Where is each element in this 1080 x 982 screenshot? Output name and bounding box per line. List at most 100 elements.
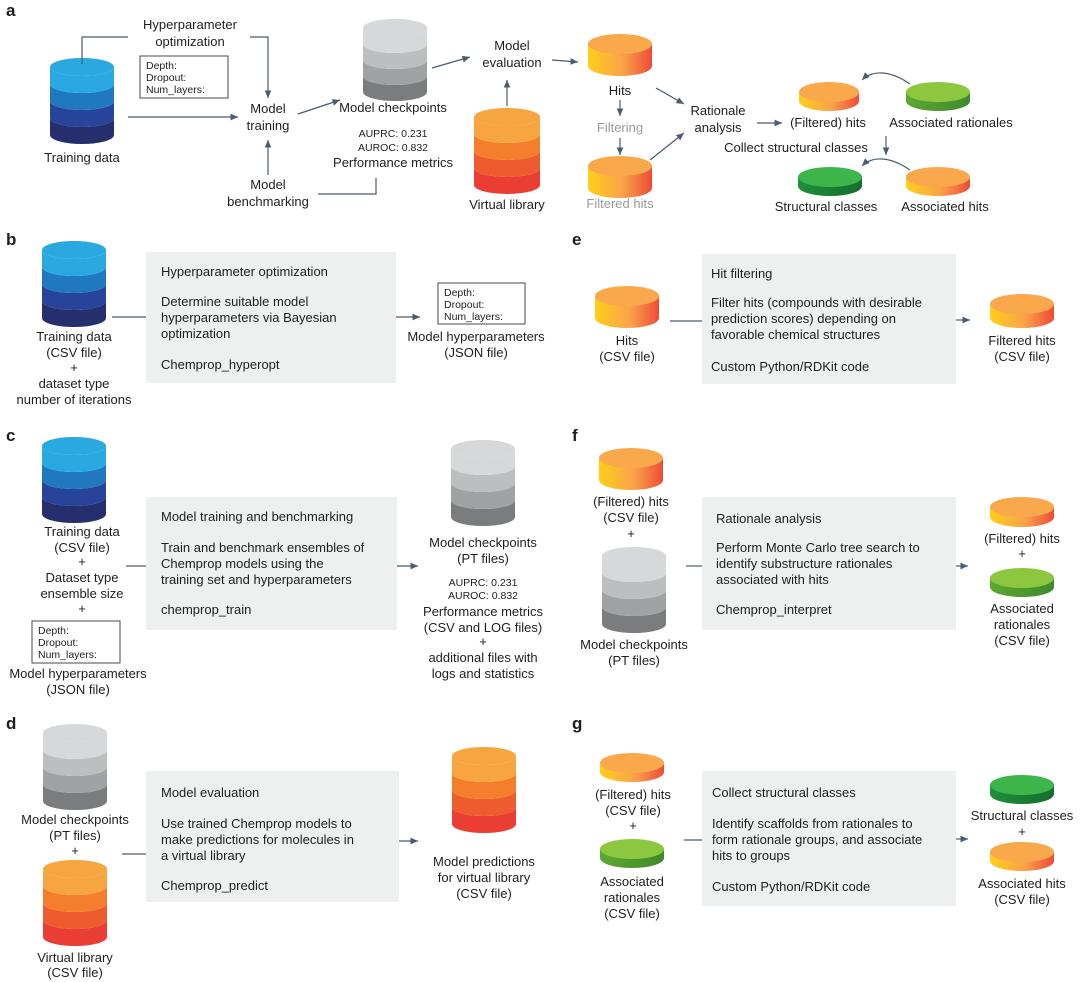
cylinder-segment — [42, 480, 106, 506]
f-output2-2: rationales — [994, 617, 1051, 632]
cylinder-segment — [50, 67, 114, 93]
e-filtered-hits-puck — [990, 294, 1054, 328]
b-box-cmd: Chemprop_hyperopt — [161, 357, 280, 372]
a-filtered-hits-puck — [588, 156, 652, 198]
e-process-box: Hit filtering Filter hits (compounds wit… — [702, 254, 956, 384]
cylinder-segment — [42, 463, 106, 489]
cylinder-top — [43, 724, 107, 742]
d-virtual-library-db — [43, 860, 107, 946]
puck-top — [990, 775, 1054, 795]
a-virtual-library-db — [474, 108, 540, 194]
a-arrow-assochits-classes — [861, 158, 911, 171]
a-hyperopt-label-2: optimization — [155, 34, 224, 49]
panel-g-letter: g — [572, 714, 582, 733]
a-training-data-label: Training data — [44, 150, 120, 165]
f-filtered-hits-puck — [599, 448, 663, 490]
c-training-data-db — [42, 437, 106, 523]
a-checkpoints-db — [363, 19, 427, 101]
g-output-1: Structural classes — [971, 808, 1074, 823]
cylinder-segment — [363, 76, 427, 101]
b-input-1: Training data — [36, 329, 112, 344]
e-box-desc-3: favorable chemical structures — [711, 327, 881, 342]
f-output2-3: (CSV file) — [994, 633, 1050, 648]
c-auroc: AUROC: 0.832 — [448, 590, 518, 602]
cylinder-segment — [602, 607, 666, 633]
c-input2-2: (JSON file) — [46, 682, 110, 697]
f-out-hits-puck — [990, 497, 1054, 527]
a-arrow-filtered-rationale — [649, 132, 685, 161]
puck-top — [799, 82, 859, 102]
puck-top — [990, 568, 1054, 588]
cylinder-segment — [451, 500, 515, 526]
puck-top — [798, 167, 862, 187]
a-param-box: Depth: Dropout: Num_layers: — [139, 55, 229, 99]
d-box-cmd: Chemprop_predict — [161, 878, 268, 893]
g-output2-2: (CSV file) — [994, 892, 1050, 907]
f-box-desc-2: identify substructure rationales — [716, 556, 893, 571]
d-output-2: for virtual library — [438, 870, 531, 885]
c-input-3: + — [78, 554, 86, 569]
panel-d-letter: d — [6, 714, 16, 733]
cylinder-segment — [42, 446, 106, 472]
f-checkpoints-db — [602, 547, 666, 633]
a-line-train-hyperopt — [81, 36, 128, 64]
cylinder-segment — [474, 168, 540, 194]
c-output2-1: Performance metrics — [423, 604, 543, 619]
c-input-5: ensemble size — [40, 586, 123, 601]
c-input-1: Training data — [44, 524, 120, 539]
a-rationale-2: analysis — [695, 120, 742, 135]
panel-f-letter: f — [572, 426, 578, 445]
a-virtual-library-label: Virtual library — [469, 197, 545, 212]
a-assoc-rationales-puck — [906, 82, 970, 111]
cylinder-segment — [452, 756, 516, 782]
cylinder-segment — [42, 301, 106, 327]
puck-top — [906, 167, 970, 187]
f-input-1: (Filtered) hits — [593, 494, 669, 509]
b-input-4: dataset type — [39, 376, 110, 391]
g-associated-hits-puck — [990, 842, 1054, 871]
g-input-2: (CSV file) — [605, 803, 661, 818]
a-performance-metrics: Performance metrics — [333, 155, 453, 170]
cylinder-top — [43, 860, 107, 878]
a-assoc-rationales-label: Associated rationales — [889, 115, 1013, 130]
cylinder-segment — [43, 920, 107, 946]
f-input-3: + — [627, 526, 635, 541]
a-arrow-hyperopt-training — [250, 36, 272, 98]
c-box-desc-2: Chemprop models using the — [161, 556, 324, 571]
cylinder-segment — [474, 134, 540, 160]
e-output-2: (CSV file) — [994, 349, 1050, 364]
c-box-desc-1: Train and benchmark ensembles of — [161, 540, 365, 555]
a-param-numlayers: Num_layers: — [146, 84, 205, 96]
c-output-1: Model checkpoints — [429, 535, 537, 550]
cylinder-segment — [602, 590, 666, 616]
b-box-desc-1: Determine suitable model — [161, 294, 309, 309]
f-box-cmd: Chemprop_interpret — [716, 602, 832, 617]
d-checkpoints-db — [43, 724, 107, 810]
g-process-box: Collect structural classes Identify scaf… — [702, 771, 956, 906]
b-param-depth: Depth: — [444, 287, 475, 299]
b-param-numlayers: Num_layers: — [444, 311, 503, 323]
puck-top — [599, 448, 663, 468]
c-output2-4: additional files with — [428, 650, 537, 665]
b-input-2: (CSV file) — [46, 345, 102, 360]
a-filtered-hits-paren-label: (Filtered) hits — [790, 115, 866, 130]
d-input-1: Model checkpoints — [21, 812, 129, 827]
c-output2-2: (CSV and LOG files) — [424, 620, 543, 635]
a-model-bench-1: Model — [250, 177, 286, 192]
d-input2-1: Virtual library — [37, 950, 113, 965]
g-box-desc-1: Identify scaffolds from rationales to — [712, 816, 913, 831]
a-param-depth: Depth: — [146, 60, 177, 72]
c-input-6: + — [78, 601, 86, 616]
g-input-3: + — [629, 818, 637, 833]
g-input2-1: Associated — [600, 874, 664, 889]
c-box-desc-3: training set and hyperparameters — [161, 572, 352, 587]
cylinder-segment — [50, 101, 114, 127]
a-associated-hits-puck — [906, 167, 970, 196]
b-output-2: (JSON file) — [444, 345, 508, 360]
panel-a-letter: a — [6, 1, 16, 20]
c-output2-3: + — [479, 634, 487, 649]
g-output-2: + — [1018, 824, 1026, 839]
f-output-2: + — [1018, 546, 1026, 561]
panel-c-letter: c — [6, 426, 15, 445]
